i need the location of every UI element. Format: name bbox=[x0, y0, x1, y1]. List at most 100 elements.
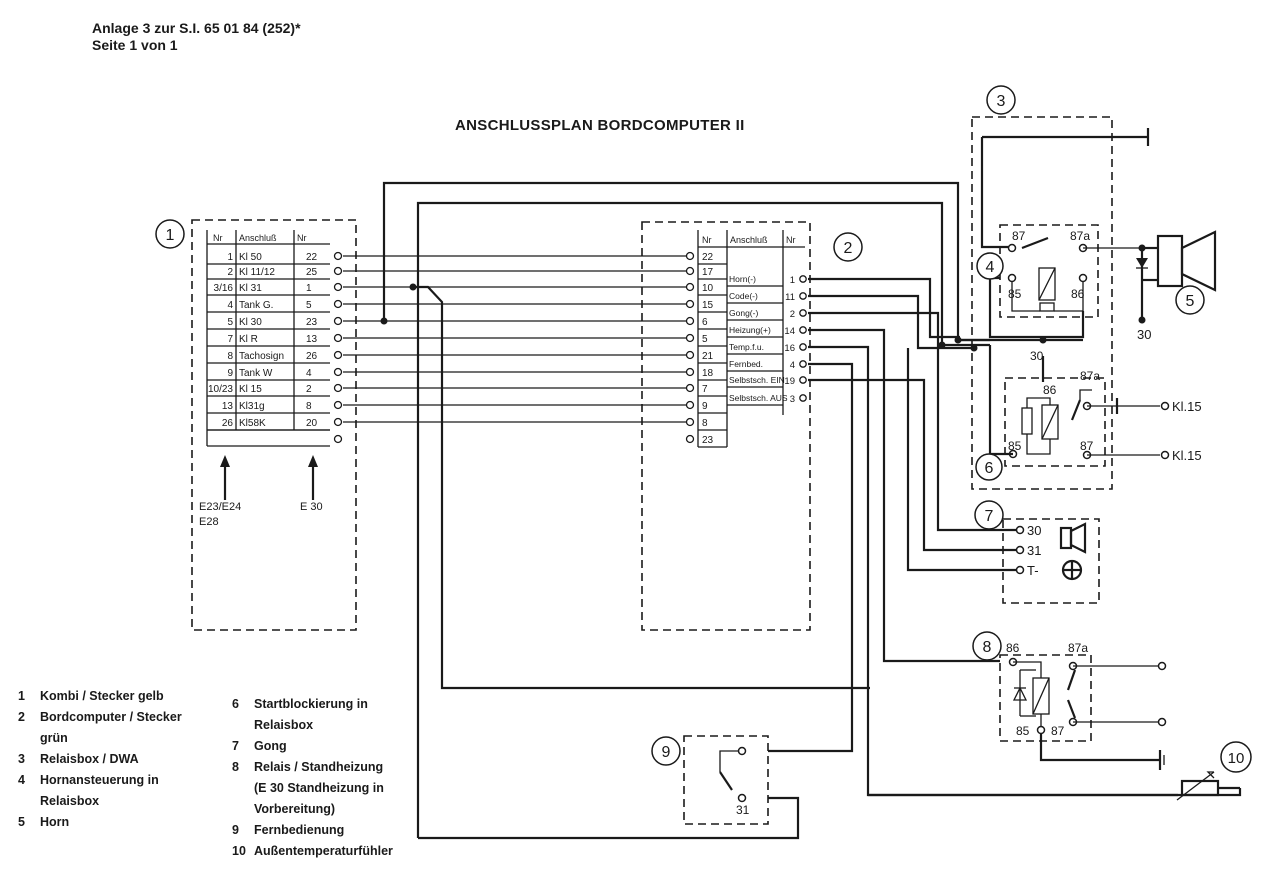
connector-1-row: 7 Kl R 13 bbox=[227, 333, 343, 345]
connector-1-pin bbox=[333, 266, 343, 276]
legend-entry-text: Relaisbox / DWA bbox=[40, 752, 139, 766]
legend-entry-text: Kombi / Stecker gelb bbox=[40, 689, 164, 703]
connector-1-label-e30: E 30 bbox=[300, 501, 323, 513]
connector-1-row-pin: 5 bbox=[306, 300, 312, 311]
connector-2-row-name: Horn(-) bbox=[729, 274, 756, 284]
connector-2-row-pin: 11 bbox=[785, 292, 795, 303]
legend-entry-number: 3 bbox=[18, 752, 25, 766]
connector-1-row-pin: 8 bbox=[306, 401, 312, 412]
connector-1-row-pin: 1 bbox=[306, 283, 312, 294]
connector-2-pin bbox=[685, 383, 695, 393]
connector-1-pin bbox=[333, 367, 343, 377]
connector-1-pin bbox=[333, 333, 343, 343]
legend-entry-text: Außentemperaturfühler bbox=[254, 844, 393, 858]
connector-1-pin bbox=[333, 251, 343, 261]
connector-1-row-pin: 22 bbox=[306, 252, 318, 263]
connector-2-pin bbox=[799, 360, 807, 368]
diagram-title: ANSCHLUSSPLAN BORDCOMPUTER II bbox=[455, 117, 745, 134]
connector-2-pin bbox=[799, 275, 807, 283]
connector-2-pin bbox=[799, 394, 807, 402]
connector-1-row-pin: 4 bbox=[306, 368, 312, 379]
connector-2-row-pin: 4 bbox=[790, 360, 795, 371]
legend-entry-number: 6 bbox=[232, 697, 239, 711]
horn-supply-30: 30 bbox=[1137, 327, 1151, 342]
connector-1-header-nr: Nr bbox=[213, 233, 223, 243]
relay-8-terminal-86: 86 bbox=[1006, 641, 1020, 655]
routing-wires bbox=[380, 181, 1178, 840]
legend-entry: Relaisbox bbox=[18, 791, 182, 812]
connector-1-pin bbox=[333, 282, 343, 292]
legend-entry-number bbox=[18, 728, 40, 749]
connector-1-pin bbox=[333, 350, 343, 360]
connector-2-pin bbox=[685, 434, 695, 444]
connector-2-left-pin-nr: 18 bbox=[702, 368, 714, 379]
component-number-5: 5 bbox=[1186, 293, 1195, 310]
connector-1-row-pin: 25 bbox=[306, 267, 318, 278]
relay-4-terminal-86: 86 bbox=[1071, 287, 1085, 301]
connector-2-pin bbox=[685, 299, 695, 309]
connector-2-left-pin-nr: 10 bbox=[702, 283, 714, 294]
connector-2-left-pin-nr: 6 bbox=[702, 317, 708, 328]
relay-6-supply-30: 30 bbox=[1030, 349, 1044, 363]
connector-2-row: Gong(-)2 bbox=[729, 308, 807, 320]
legend-entry-text: Startblockierung in bbox=[254, 697, 368, 711]
connector-1-row-pin: 2 bbox=[306, 384, 312, 395]
connector-1-pin bbox=[333, 316, 343, 326]
legend-entry: Relaisbox bbox=[232, 715, 393, 736]
connector-2-row-name: Fernbed. bbox=[729, 359, 763, 369]
legend-entry-number: 9 bbox=[232, 823, 239, 837]
connector-1-row-name: Kl R bbox=[239, 334, 258, 345]
connector-1-row-nr: 7 bbox=[227, 334, 233, 345]
connector-1-row-pin: 13 bbox=[306, 334, 318, 345]
connector-2-pin bbox=[799, 309, 807, 317]
component-number-8: 8 bbox=[983, 639, 992, 656]
connector-1-row-name: Kl58K bbox=[239, 418, 266, 429]
connector-2-row-pin: 14 bbox=[784, 326, 795, 337]
legend-entry: grün bbox=[18, 728, 182, 749]
connector-1-row-pin: 26 bbox=[306, 351, 318, 362]
relay-box-3-boundary bbox=[971, 116, 1113, 490]
component-number-6: 6 bbox=[985, 460, 994, 477]
connector-1-row-name: Kl 31 bbox=[239, 283, 262, 294]
connector-2-row-pin: 2 bbox=[790, 309, 795, 320]
connector-2-pin bbox=[685, 400, 695, 410]
connector-1-header-anschluss: Anschluß bbox=[239, 233, 277, 243]
connector-2-pin bbox=[685, 417, 695, 427]
connector-2-row-name: Selbstsch. AUS bbox=[729, 393, 788, 403]
connector-1-pin bbox=[333, 400, 343, 410]
legend-entry-text: Relais / Standheizung bbox=[254, 760, 384, 774]
connector-1-boundary bbox=[191, 219, 357, 631]
remote-terminal-31: 31 bbox=[736, 803, 750, 817]
component-number-2: 2 bbox=[844, 240, 853, 257]
relay-8-terminal-87: 87 bbox=[1051, 724, 1065, 738]
gong-terminal-30: 30 bbox=[1027, 523, 1041, 538]
relay-4-terminal-87a: 87a bbox=[1070, 229, 1090, 243]
relay-4-terminal-85: 85 bbox=[1008, 287, 1022, 301]
connector-2-pin bbox=[685, 367, 695, 377]
connector-1-label-e28: E28 bbox=[199, 516, 219, 528]
connector-2-header-pin: Nr bbox=[786, 235, 796, 245]
connector-2-row-name: Temp.f.u. bbox=[729, 342, 764, 352]
document-reference: Anlage 3 zur S.I. 65 01 84 (252)* bbox=[92, 20, 301, 36]
connector-1-pin bbox=[333, 417, 343, 427]
connector-2-left-pin-nr: 7 bbox=[702, 384, 708, 395]
horn-5: 30 bbox=[1136, 230, 1217, 342]
temperature-sensor-10 bbox=[868, 771, 1242, 801]
connector-2-row: Horn(-)1 bbox=[729, 274, 807, 286]
legend-entry-number: 8 bbox=[232, 760, 239, 774]
component-labels: 1 2 3 4 5 6 7 8 9 10 bbox=[155, 85, 1252, 773]
relay-6-terminal-86: 86 bbox=[1043, 383, 1057, 397]
connector-1-row-name: Kl 15 bbox=[239, 384, 262, 395]
connector-2-pin bbox=[685, 266, 695, 276]
component-number-3: 3 bbox=[997, 93, 1006, 110]
